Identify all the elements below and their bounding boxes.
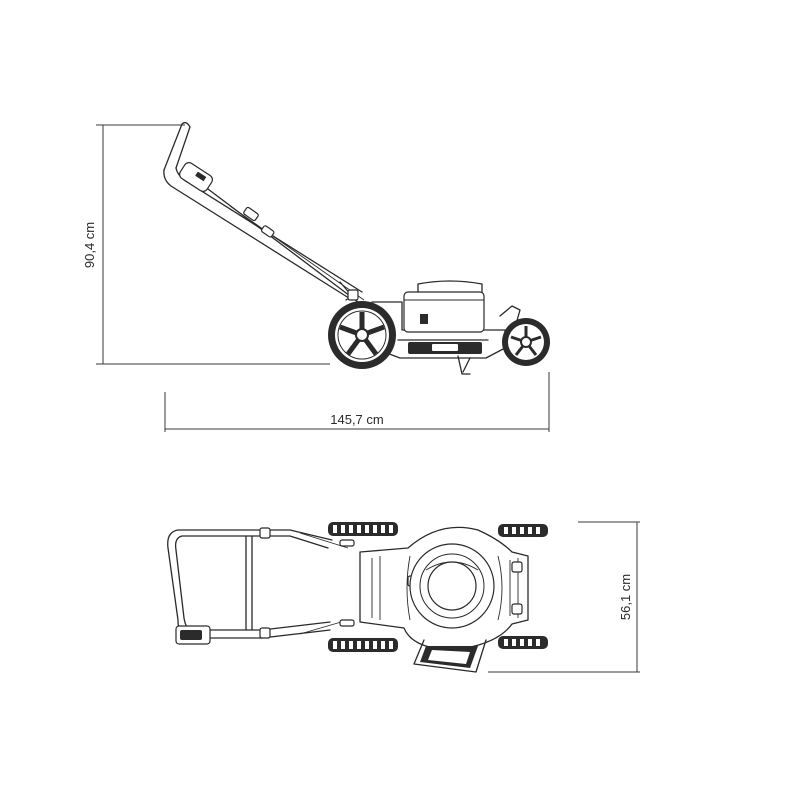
handle (163, 121, 367, 309)
length-dimension: 145,7 cm (164, 372, 550, 432)
top-view: 56,1 cm (167, 521, 640, 673)
handle-clamp (243, 206, 259, 222)
handle-grip-box (178, 162, 214, 192)
height-dimension: 90,4 cm (82, 124, 330, 365)
handle-frame-top (167, 527, 355, 645)
rear-wheels-top (328, 522, 398, 652)
height-label: 90,4 cm (82, 222, 97, 268)
discharge-chute-top (413, 639, 487, 673)
motor-top (409, 543, 495, 629)
side-view: 90,4 cm (82, 121, 550, 432)
width-label: 56,1 cm (618, 574, 633, 620)
rear-wheel (328, 301, 396, 369)
front-wheel (502, 318, 550, 366)
handle-knob (347, 289, 359, 301)
width-dimension: 56,1 cm (488, 521, 640, 673)
motor (403, 280, 485, 333)
length-label: 145,7 cm (330, 412, 383, 427)
front-wheels-top (498, 524, 548, 649)
